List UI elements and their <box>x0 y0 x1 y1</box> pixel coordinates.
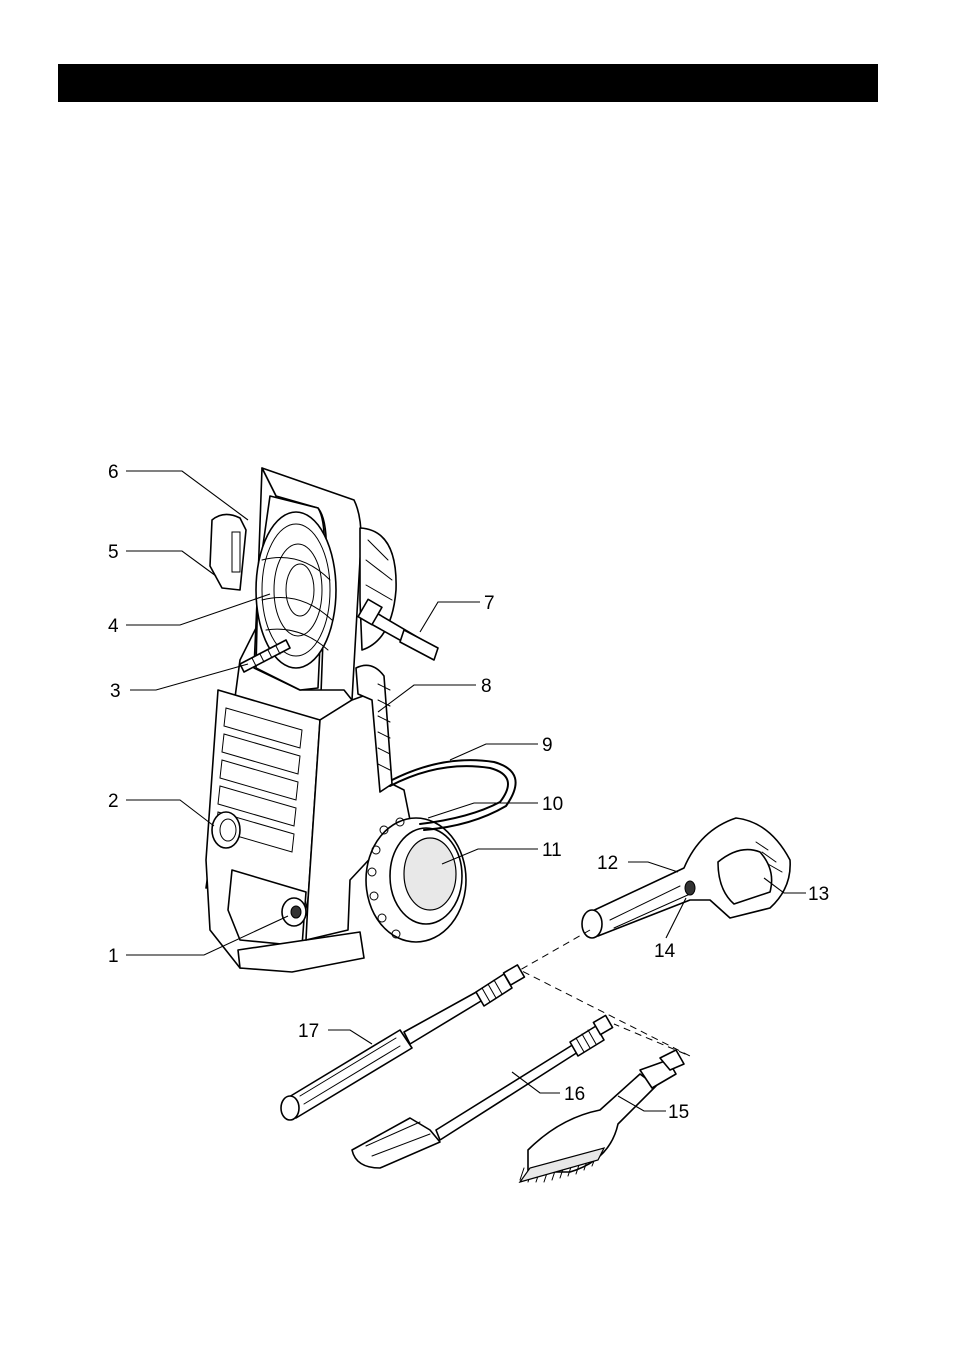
trigger-gun <box>582 818 790 938</box>
callout-12: 12 <box>597 853 618 874</box>
callout-2: 2 <box>108 791 119 812</box>
callout-10: 10 <box>542 794 563 815</box>
callout-15: 15 <box>668 1102 689 1123</box>
callout-5: 5 <box>108 542 119 563</box>
callout-4: 4 <box>108 616 119 637</box>
pressure-washer-body <box>206 468 516 972</box>
callout-14: 14 <box>654 941 676 962</box>
callout-16: 16 <box>564 1084 585 1105</box>
callout-9: 9 <box>542 735 553 756</box>
callout-7: 7 <box>484 593 495 614</box>
callout-8: 8 <box>481 676 492 697</box>
callout-3: 3 <box>110 681 121 702</box>
callout-6: 6 <box>108 462 119 483</box>
callout-17: 17 <box>298 1021 319 1042</box>
callout-1: 1 <box>108 946 119 967</box>
callout-13: 13 <box>808 884 829 905</box>
callout-11: 11 <box>542 840 562 861</box>
